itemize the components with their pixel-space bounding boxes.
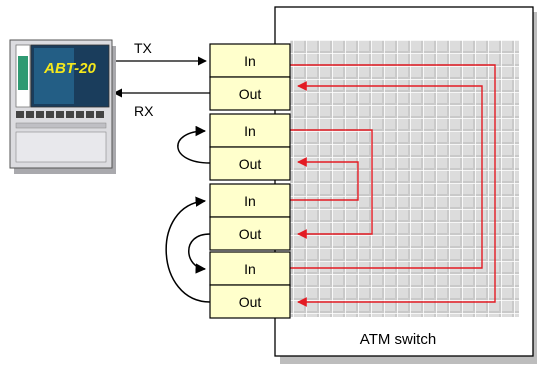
port-column: In Out In Out In Out In Out xyxy=(209,43,291,319)
loopback-3-4-inner-a xyxy=(188,233,211,274)
port-2: In Out xyxy=(209,113,291,181)
key-7 xyxy=(76,111,84,118)
device-keypad xyxy=(16,111,104,118)
key-3 xyxy=(36,111,44,118)
path-3 xyxy=(290,157,359,201)
loopback-cables xyxy=(165,125,211,303)
atm-switch: ATM switch xyxy=(274,6,537,364)
key-5 xyxy=(56,111,64,118)
path-2 xyxy=(290,129,373,239)
port-1-out-label: Out xyxy=(239,86,262,102)
key-6 xyxy=(66,111,74,118)
key-9 xyxy=(96,111,104,118)
path-4 xyxy=(290,81,483,269)
port-1-in-box xyxy=(209,43,291,78)
key-1 xyxy=(16,111,24,118)
tx-label: TX xyxy=(134,40,153,56)
port-4-out-box xyxy=(209,284,291,319)
rx-label: RX xyxy=(134,103,154,119)
port-4: In Out xyxy=(209,251,291,319)
abt-20-device: ABT-20 xyxy=(9,39,116,174)
port-3-in-box xyxy=(209,183,291,218)
loopback-3-4-outer xyxy=(165,196,211,303)
port-3: In Out xyxy=(209,183,291,251)
port-1-in-label: In xyxy=(244,53,256,69)
signal-lines: TX RX xyxy=(110,40,210,119)
device-name: ABT-20 xyxy=(43,60,96,77)
device-lower-panel xyxy=(15,131,107,163)
device-screen-glare xyxy=(34,48,74,104)
device-side-indicator xyxy=(18,56,28,90)
key-4 xyxy=(46,111,54,118)
port-1: In Out xyxy=(209,43,291,111)
switch-fabric-grid xyxy=(290,40,519,317)
path-1 xyxy=(290,64,496,307)
switch-label-bg xyxy=(318,324,478,352)
loopback-2 xyxy=(177,125,211,164)
port-2-out-label: Out xyxy=(239,156,262,172)
switch-paths xyxy=(290,64,496,307)
port-4-in-label: In xyxy=(244,261,256,277)
port-2-in-label: In xyxy=(244,123,256,139)
port-2-out-box xyxy=(209,146,291,181)
port-3-out-box xyxy=(209,216,291,251)
port-3-out-label: Out xyxy=(239,226,262,242)
device-slot xyxy=(15,122,107,129)
key-8 xyxy=(86,111,94,118)
key-2 xyxy=(26,111,34,118)
port-4-out-label: Out xyxy=(239,294,262,310)
port-2-in-box xyxy=(209,113,291,148)
port-3-in-label: In xyxy=(244,193,256,209)
switch-label: ATM switch xyxy=(360,331,436,348)
